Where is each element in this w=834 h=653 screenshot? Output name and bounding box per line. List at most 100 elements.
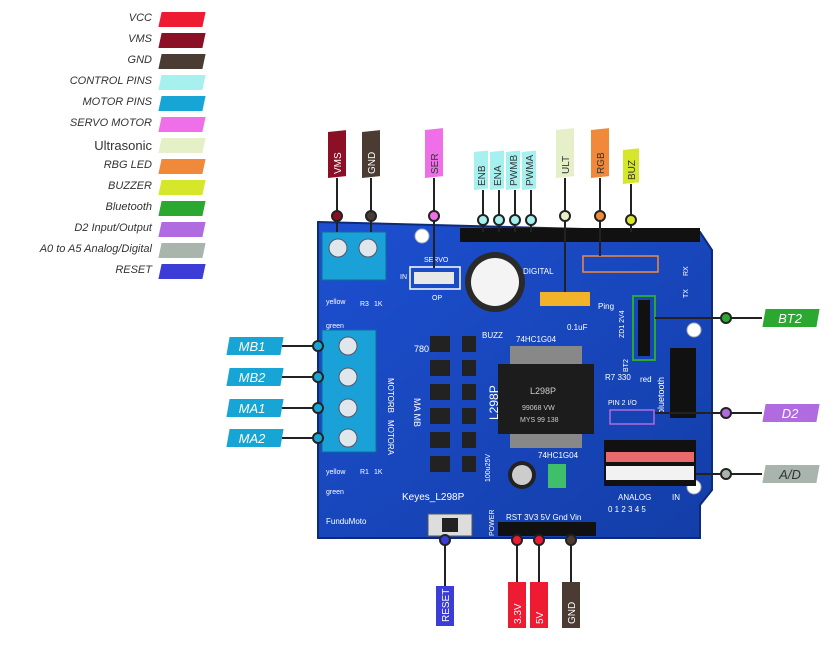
board-green-bottom: green xyxy=(326,489,344,496)
ult-tag xyxy=(556,128,574,178)
rgb-tag xyxy=(591,128,609,178)
ser-tag xyxy=(425,128,443,178)
bt2-dot xyxy=(720,312,732,324)
d2-label: D2 xyxy=(782,406,799,421)
terminal-screw xyxy=(338,336,358,356)
legend-label: MOTOR PINS xyxy=(82,96,152,108)
board-analog-nums: 0 1 2 3 4 5 xyxy=(608,505,646,514)
capacitor-top xyxy=(512,465,532,485)
legend-item: A0 to A5 Analog/Digital xyxy=(0,241,210,261)
legend-label: Bluetooth xyxy=(105,201,152,213)
board-buzz-label: BUZZ xyxy=(482,331,503,340)
board-rx-label: RX xyxy=(683,266,690,276)
chip-heat-pins xyxy=(510,346,582,364)
ad-dot xyxy=(720,468,732,480)
legend-label: VMS xyxy=(128,33,152,45)
board-zd-label: ZD1 2V4 xyxy=(619,310,626,338)
ad-tag xyxy=(762,465,820,483)
ma2-tag xyxy=(226,429,284,447)
terminal-screw xyxy=(328,238,348,258)
mount-hole xyxy=(414,228,430,244)
legend-item: MOTOR PINS xyxy=(0,94,210,114)
legend-label: D2 Input/Output xyxy=(74,222,152,234)
board-r3-label: R3 xyxy=(360,301,369,308)
ena-label: ENA xyxy=(493,165,504,186)
ser-label: SER xyxy=(430,153,441,174)
reset-dot xyxy=(439,534,451,546)
board-bluetooth-label: bluetooth xyxy=(656,377,666,414)
board-green-top: green xyxy=(326,323,344,330)
bluetooth-socket xyxy=(670,348,696,418)
ser-dot xyxy=(428,210,440,222)
chip-heat-pins xyxy=(510,434,582,448)
mb2-tag xyxy=(226,368,284,386)
bluetooth-header xyxy=(638,300,650,356)
ma2-dot xyxy=(312,432,324,444)
board-tx-label: TX xyxy=(683,289,690,298)
buz-label: BUZ xyxy=(627,160,638,180)
d2-tag xyxy=(762,404,820,422)
mb1-label: MB1 xyxy=(239,339,266,354)
board-ping-label: Ping xyxy=(598,302,614,311)
board-digital-label: DIGITAL xyxy=(523,267,554,276)
legend-label: A0 to A5 Analog/Digital xyxy=(39,243,152,255)
gnd_top-label: GND xyxy=(367,152,378,174)
rgb-label: RGB xyxy=(596,152,607,174)
v5-dot xyxy=(533,534,545,546)
board-pin2-label: PIN 2 I/O xyxy=(608,400,637,407)
board-motorb-label: MOTORB xyxy=(386,378,395,413)
board-keyes-label: Keyes_L298P xyxy=(402,492,465,503)
board-mamb-label: MA MB xyxy=(412,398,422,427)
vms-dot xyxy=(331,210,343,222)
legend-label: Ultrasonic xyxy=(94,138,152,153)
gnd_bottom-tag xyxy=(562,582,580,628)
board-l298p-label: L298P xyxy=(487,385,501,420)
pwmb-dot xyxy=(509,214,521,226)
legend-label: RBG LED xyxy=(103,159,152,171)
mb2-dot xyxy=(312,371,324,383)
ping-header xyxy=(540,292,590,306)
chip-code-1: 99068 VW xyxy=(522,405,555,412)
v33-tag xyxy=(508,582,526,628)
reset-label: RESET xyxy=(441,589,452,622)
analog-header-red xyxy=(606,452,694,462)
board-cap2-label: 100u25V xyxy=(485,454,492,482)
mount-hole xyxy=(686,322,702,338)
board-chip-bottom-label: 74HC1G04 xyxy=(538,451,579,460)
legend-item: CONTROL PINS xyxy=(0,73,210,93)
legend-item: BUZZER xyxy=(0,178,210,198)
buz-dot xyxy=(625,214,637,226)
vms-tag xyxy=(328,130,346,178)
pwma-tag xyxy=(522,150,536,190)
arduino-motor-shield: SERVO IN DIGITAL Ping BUZZ 74HC1G04 0.1u… xyxy=(317,220,713,539)
mb2-label: MB2 xyxy=(239,370,267,385)
legend-item: VCC xyxy=(0,10,210,30)
ult-dot xyxy=(559,210,571,222)
v33-label: 3.3V xyxy=(513,603,524,624)
legend-item: Bluetooth xyxy=(0,199,210,219)
gnd_bottom-label: GND xyxy=(567,602,578,624)
board-fundumoto-label: FunduMoto xyxy=(326,517,367,526)
legend-item: GND xyxy=(0,52,210,72)
legend-label: SERVO MOTOR xyxy=(69,117,152,129)
ult-label: ULT xyxy=(561,156,572,174)
legend-label: GND xyxy=(127,54,152,66)
legend-label: CONTROL PINS xyxy=(69,75,152,87)
buzzer-sticker xyxy=(471,258,519,306)
legend-item: RESET xyxy=(0,262,210,282)
legend-label: VCC xyxy=(128,12,152,24)
legend-item: Ultrasonic xyxy=(0,136,210,156)
board-k2-label: 1K xyxy=(374,469,383,476)
gnd_top-dot xyxy=(365,210,377,222)
bluetooth-header-outline xyxy=(632,295,656,361)
ena-dot xyxy=(493,214,505,226)
board-chip-top-label: 74HC1G04 xyxy=(516,335,557,344)
board-bt2-label: BT2 xyxy=(623,359,630,372)
bt2-label: BT2 xyxy=(778,311,803,326)
legend-item: VMS xyxy=(0,31,210,51)
pwma-dot xyxy=(525,214,537,226)
mb1-tag xyxy=(226,337,284,355)
bt2-tag xyxy=(762,309,820,327)
